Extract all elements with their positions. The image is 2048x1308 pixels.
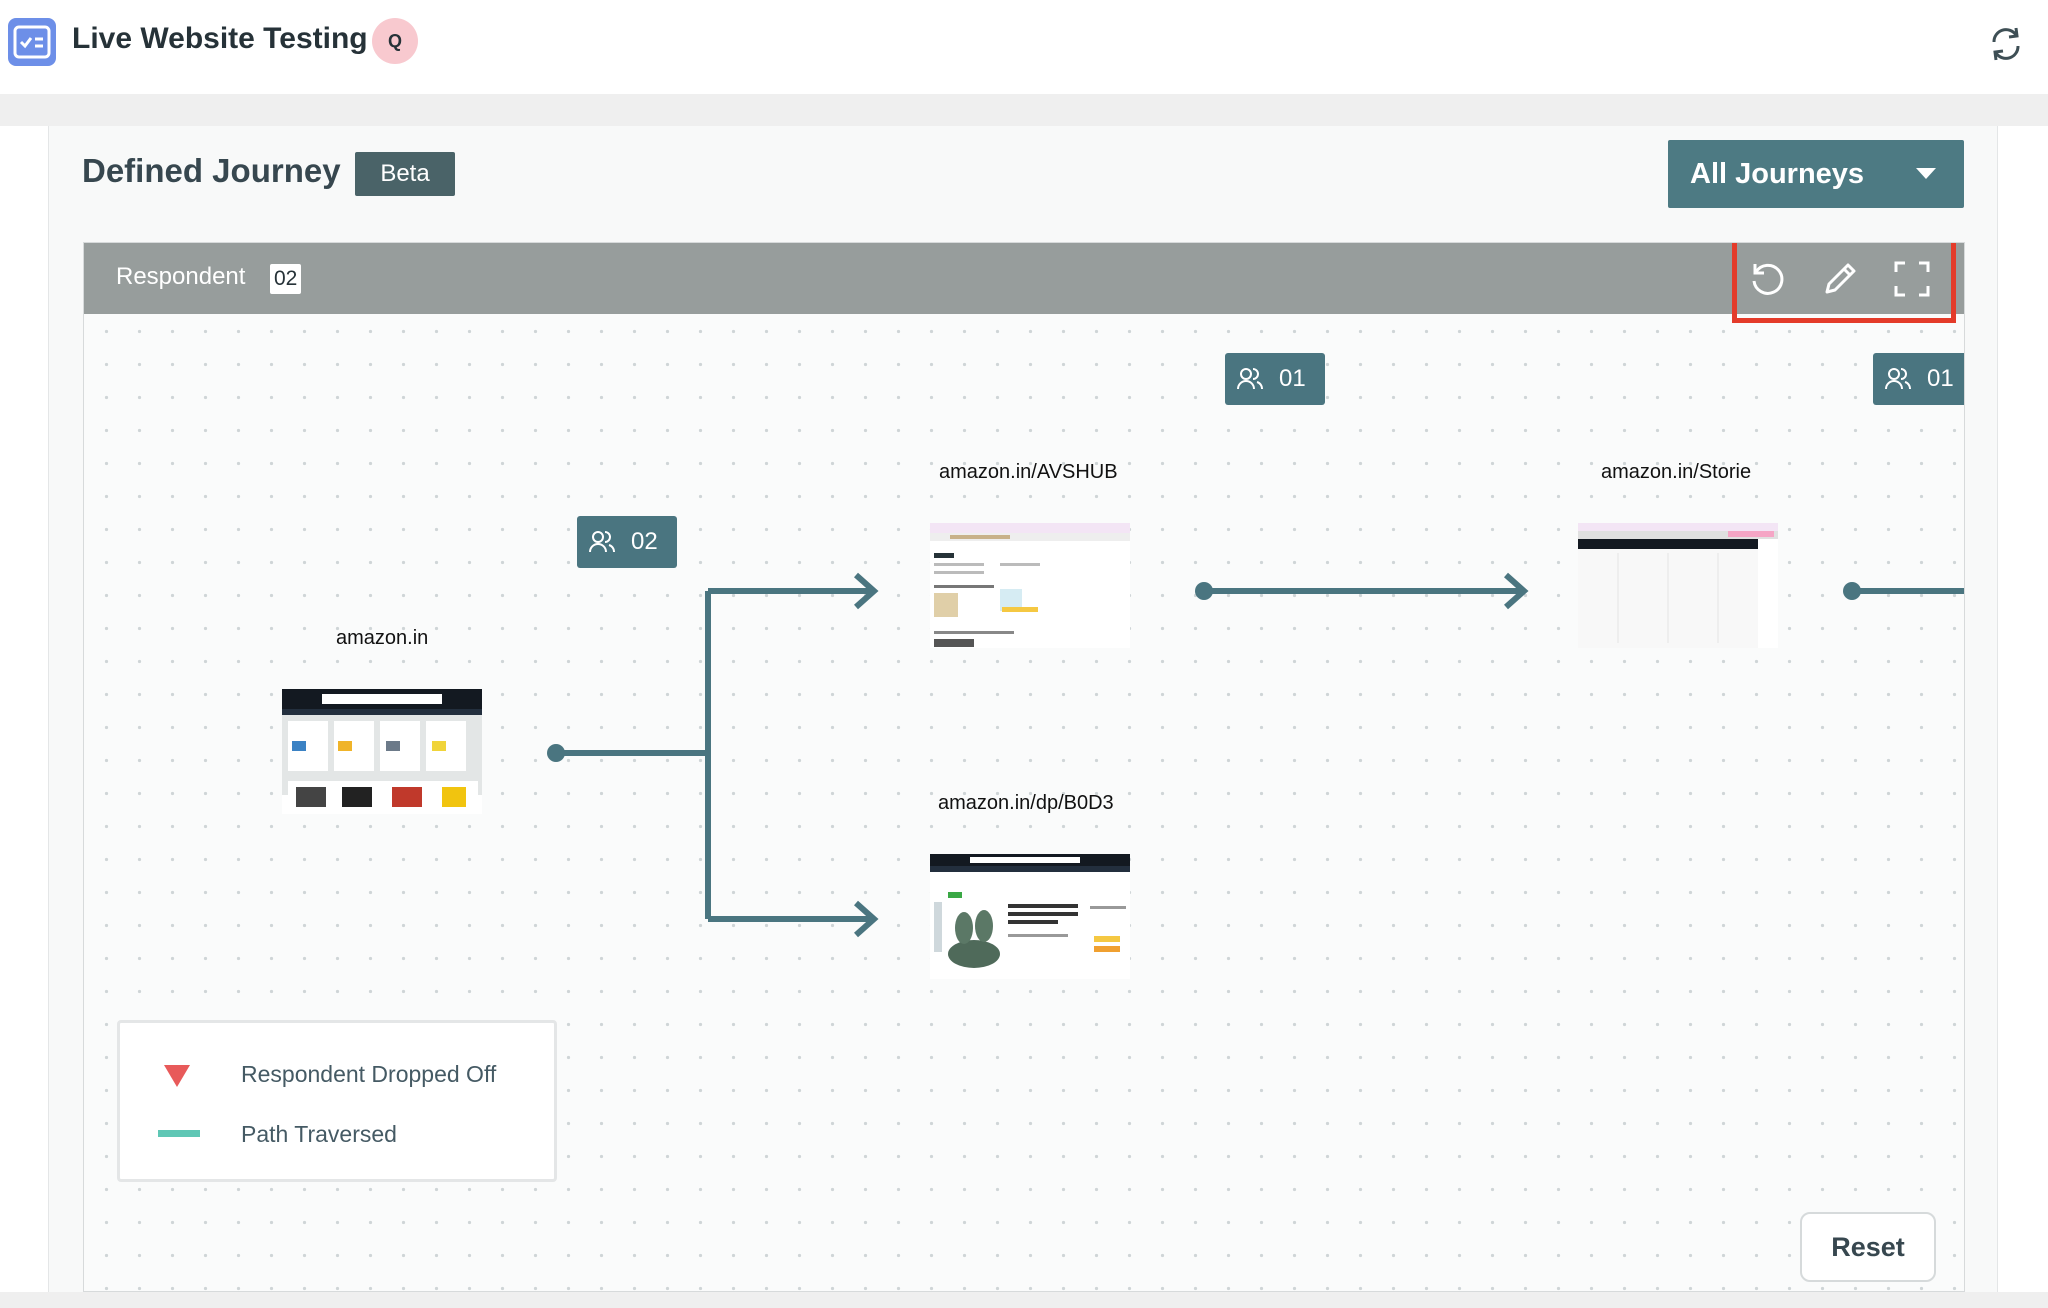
dropped-off-triangle-icon (164, 1065, 190, 1087)
count-value: 01 (1927, 365, 1954, 392)
node-label-avshub: amazon.in/AVSHUB (939, 461, 1118, 483)
users-icon (1885, 368, 1911, 390)
page-thumbnail-avshub[interactable] (930, 523, 1130, 648)
beta-badge: Beta (355, 152, 455, 196)
canvas-header: Respondent 02 (84, 243, 1964, 323)
node-label-product: amazon.in/dp/B0D3 (938, 792, 1114, 814)
count-value: 02 (631, 528, 658, 555)
journey-filter-dropdown[interactable]: All Journeys (1668, 140, 1964, 208)
page-thumbnail-stories[interactable] (1578, 523, 1778, 648)
bottom-divider (0, 1292, 2048, 1308)
legend: Respondent Dropped Off Path Traversed (117, 1020, 557, 1182)
users-icon (589, 531, 615, 553)
respondent-count-badge: 02 (270, 264, 302, 294)
reset-button[interactable]: Reset (1800, 1212, 1936, 1282)
toolbar-highlight (1732, 243, 1956, 323)
respondent-count-pill: 01 (1225, 353, 1325, 405)
top-bar: Live Website Testing Q (0, 0, 2048, 94)
app-logo-icon (8, 18, 56, 66)
node-label-stories: amazon.in/Storie (1601, 461, 1752, 483)
path-traversed-line-icon (158, 1130, 200, 1137)
node-label-amazon-home: amazon.in (336, 627, 429, 649)
page-thumbnail-product[interactable] (930, 854, 1130, 979)
caret-down-icon (1916, 168, 1936, 179)
app-title: Live Website Testing (72, 22, 368, 55)
pencil-icon[interactable] (1820, 259, 1860, 299)
fullscreen-icon[interactable] (1892, 259, 1932, 299)
respondent-label: Respondent (116, 263, 246, 290)
page-thumbnail-amazon-home[interactable] (282, 689, 482, 814)
legend-path-traversed-label: Path Traversed (241, 1121, 397, 1147)
legend-dropped-off-label: Respondent Dropped Off (241, 1061, 497, 1087)
count-value: 01 (1279, 365, 1306, 392)
journey-filter-value: All Journeys (1690, 158, 1865, 190)
refresh-icon[interactable] (1986, 24, 2026, 64)
undo-icon[interactable] (1747, 259, 1787, 299)
respondent-count-pill: 01 (1873, 353, 1964, 405)
page-title: Defined Journey (82, 152, 341, 189)
users-icon (1237, 368, 1263, 390)
journey-paths (547, 572, 1964, 938)
header-divider (0, 94, 2048, 126)
journey-canvas[interactable]: Respondent 02 (83, 242, 1965, 1292)
respondent-count-pill: 02 (577, 516, 677, 568)
avatar[interactable]: Q (372, 18, 418, 64)
